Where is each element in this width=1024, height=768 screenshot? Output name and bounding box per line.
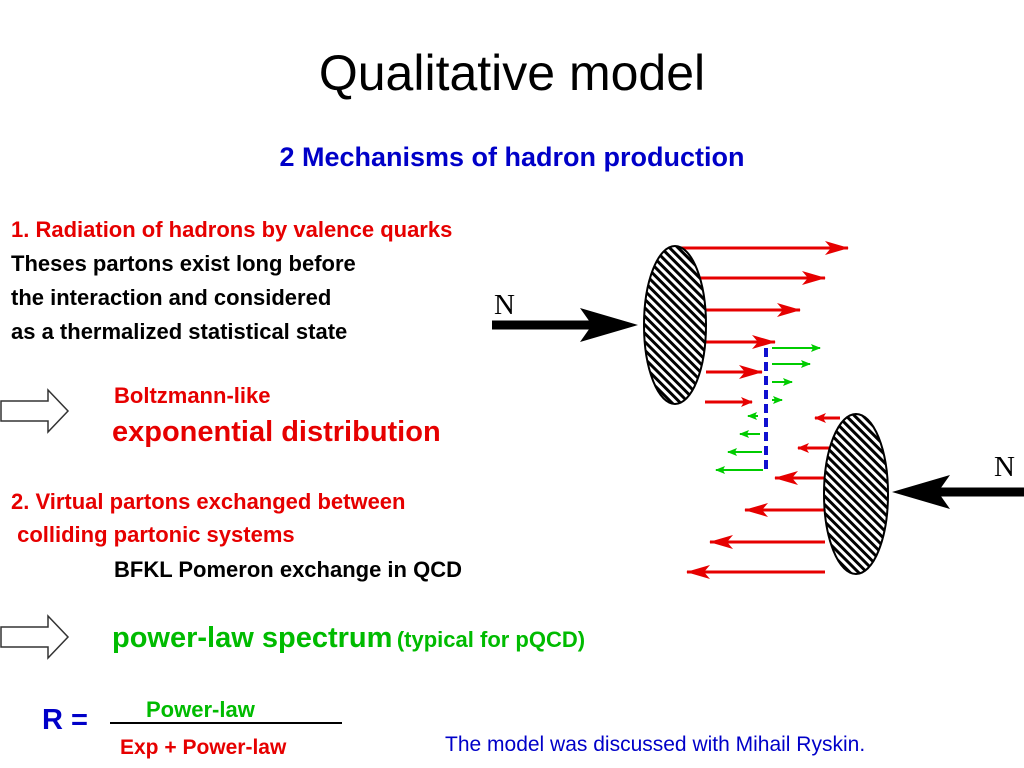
mechanism2-line3: BFKL Pomeron exchange in QCD (114, 557, 462, 582)
collision-diagram: N N (492, 241, 1024, 579)
slide-title: Qualitative model (318, 45, 706, 101)
nucleus-label-top: N (494, 289, 515, 321)
nucleus-right (823, 413, 889, 575)
hadron-arrows-left (686, 413, 840, 579)
mechanism1-line3: as a thermalized statistical state (11, 319, 348, 344)
credit-note: The model was discussed with Mihail Rysk… (445, 733, 866, 756)
result2-main: power-law spectrum (112, 622, 393, 654)
mechanism2-line1: 2. Virtual partons exchanged between (11, 489, 406, 514)
ratio-lhs: R = (42, 704, 88, 736)
mechanism2-line2: colliding partonic systems (11, 522, 295, 547)
nucleus-label-bottom: N (994, 451, 1015, 483)
slide-subtitle: 2 Mechanisms of hadron production (279, 142, 745, 172)
result1-line1: Boltzmann-like (114, 383, 271, 408)
incoming-nucleus-arrow-right (892, 475, 1024, 509)
result1-line2: exponential distribution (112, 416, 441, 448)
ratio-denominator: Exp + Power-law (120, 736, 287, 759)
incoming-nucleus-arrow-left (492, 308, 638, 342)
implies-arrow-icon (0, 614, 70, 660)
parton-arrows (715, 344, 821, 474)
mechanism1-line1: Theses partons exist long before (11, 251, 356, 276)
mechanism1-line2: the interaction and considered (11, 285, 332, 310)
hadron-arrows-right (680, 241, 849, 407)
result2-note: (typical for pQCD) (396, 627, 586, 652)
fraction-bar (110, 722, 342, 724)
mechanism1-heading: 1. Radiation of hadrons by valence quark… (11, 217, 453, 242)
ratio-numerator: Power-law (146, 697, 255, 722)
nucleus-left (643, 245, 707, 405)
implies-arrow-icon (0, 388, 70, 434)
